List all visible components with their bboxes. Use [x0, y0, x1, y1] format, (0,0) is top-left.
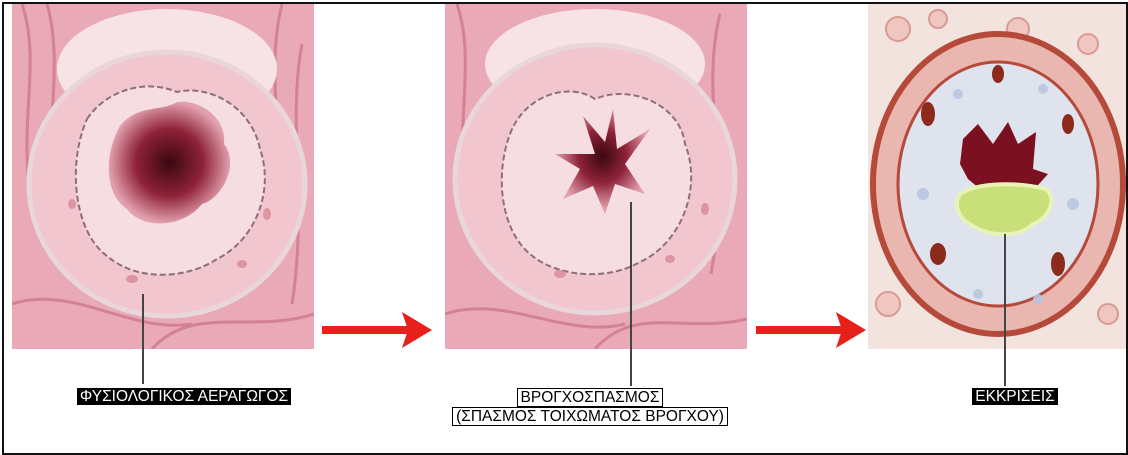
- right-arrow-icon: [316, 308, 436, 352]
- leader-line-secretions: [1004, 234, 1006, 386]
- label-normal-airway: ΦΥΣΙΟΛΟΓΙΚΟΣ ΑΕΡΑΓΩΓΟΣ: [77, 388, 291, 405]
- normal-airway-illustration: [12, 4, 314, 349]
- label-bronchospasm-detail: (ΣΠΑΣΜΟΣ ΤΟΙΧΩΜΑΤΟΣ ΒΡΟΓΧΟΥ): [452, 407, 728, 426]
- caption-normal-airway: ΦΥΣΙΟΛΟΓΙΚΟΣ ΑΕΡΑΓΩΓΟΣ: [34, 388, 334, 405]
- leader-line-bronchospasm: [630, 202, 632, 386]
- caption-secretions: ΕΚΚΡΙΣΕΙΣ: [950, 388, 1080, 405]
- secretions-illustration: [868, 4, 1128, 349]
- label-secretions: ΕΚΚΡΙΣΕΙΣ: [972, 388, 1057, 405]
- bronchospasm-illustration: [445, 4, 747, 349]
- label-bronchospasm: ΒΡΟΓΧΟΣΠΑΣΜΟΣ: [517, 388, 664, 407]
- right-arrow-icon: [750, 308, 870, 352]
- caption-bronchospasm: ΒΡΟΓΧΟΣΠΑΣΜΟΣ (ΣΠΑΣΜΟΣ ΤΟΙΧΩΜΑΤΟΣ ΒΡΟΓΧΟ…: [400, 388, 780, 426]
- leader-line-normal: [142, 294, 144, 384]
